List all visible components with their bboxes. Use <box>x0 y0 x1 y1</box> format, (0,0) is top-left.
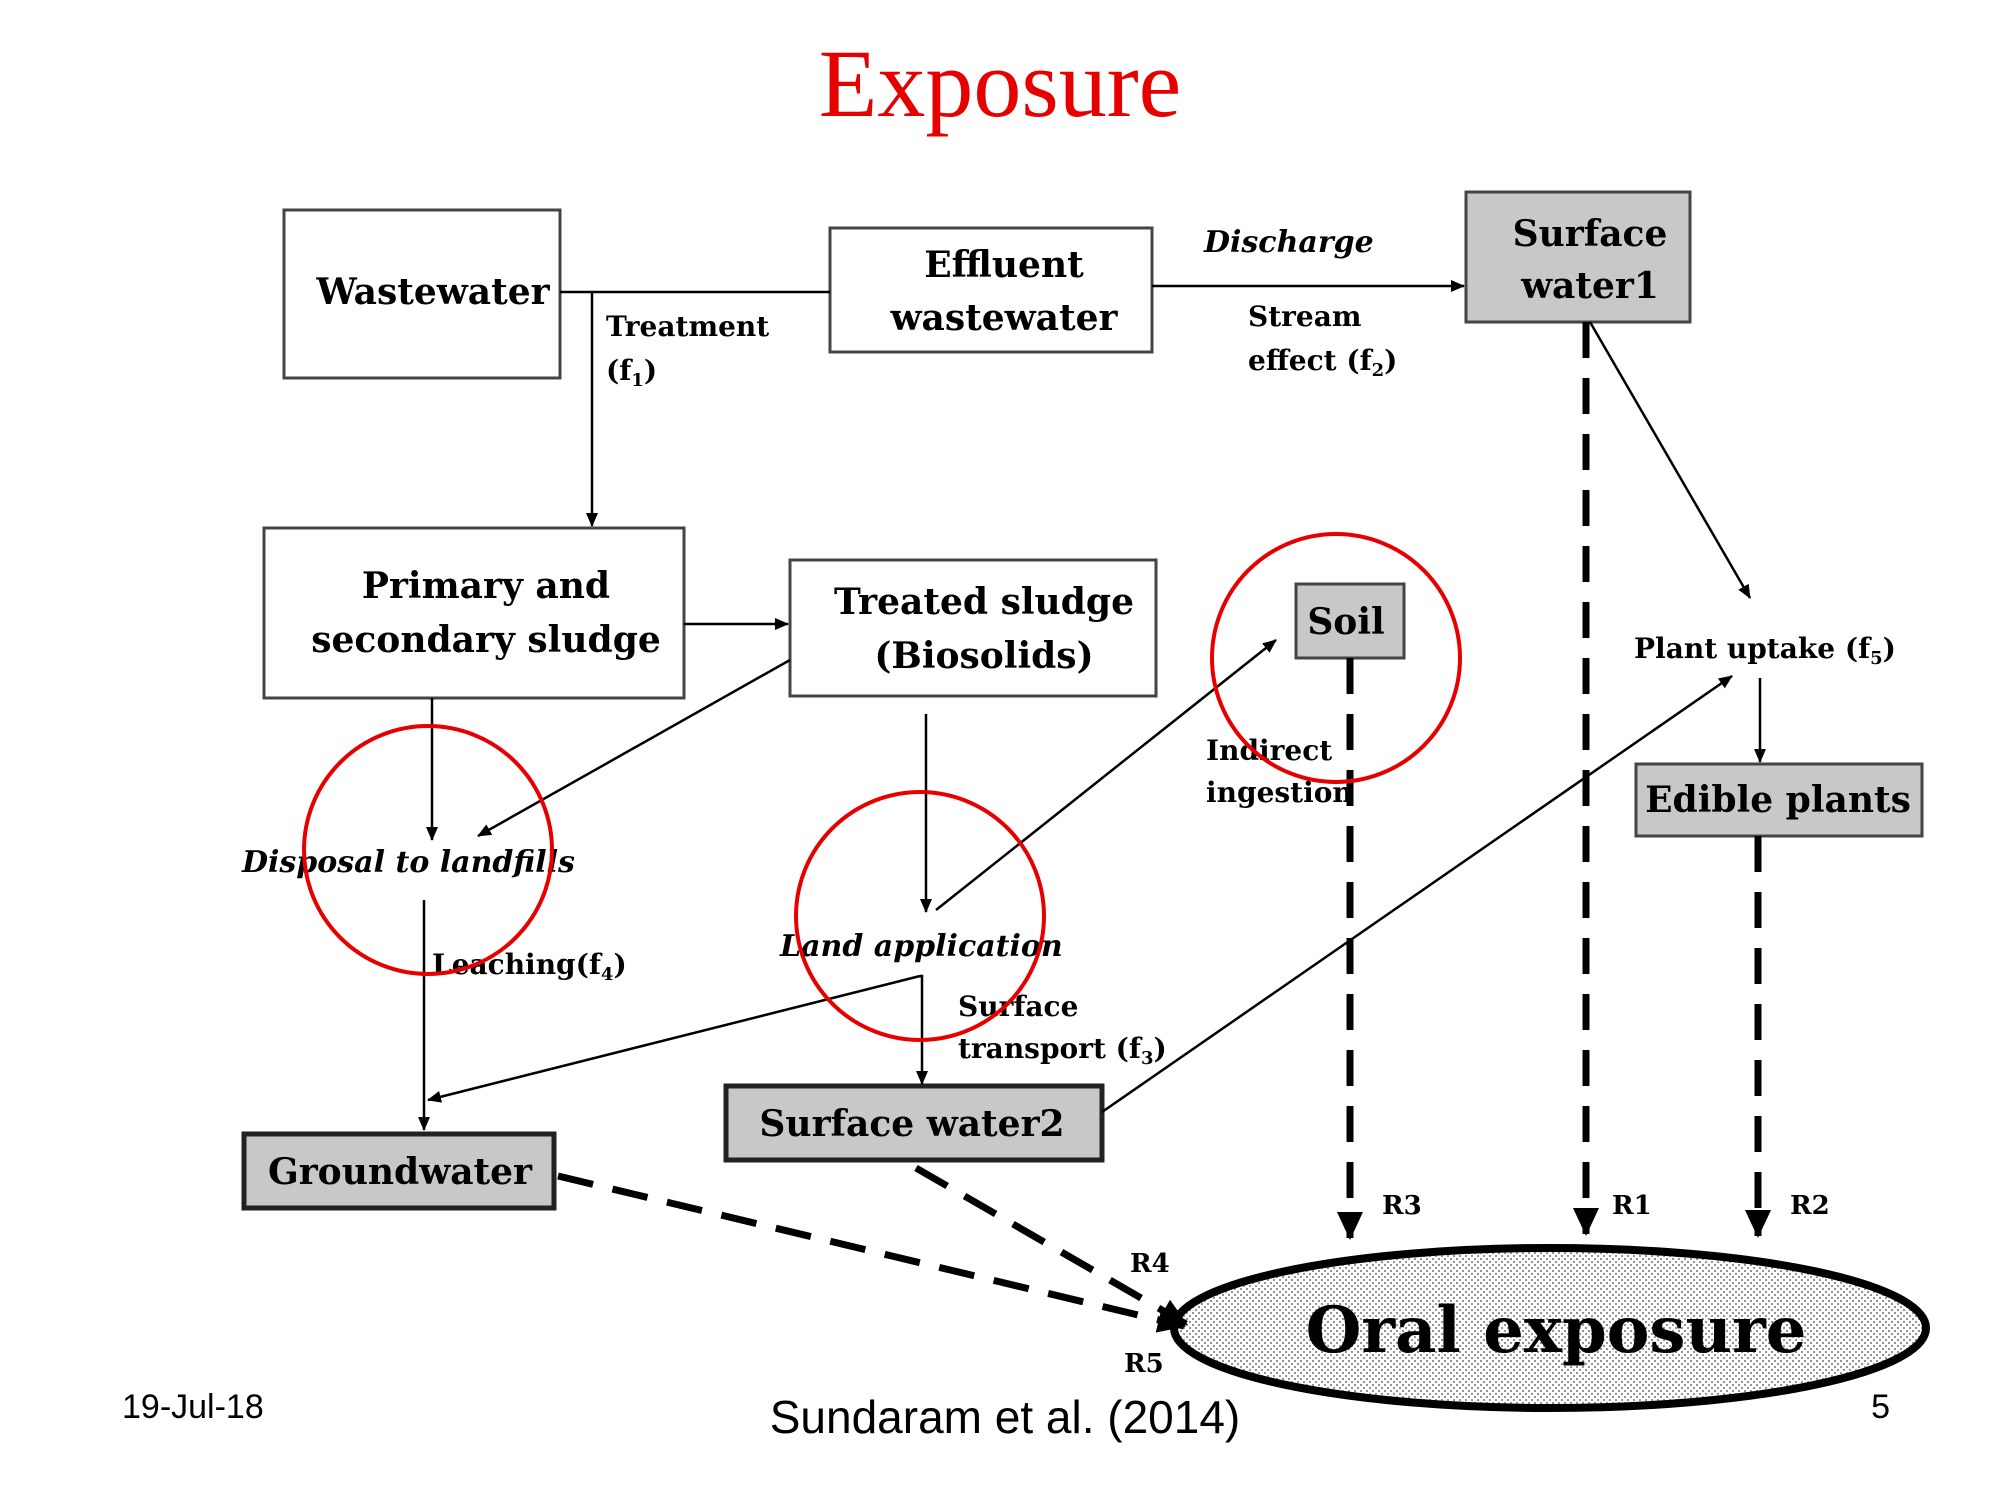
slide-title: Exposure <box>818 30 1182 137</box>
label-land-application: Land application <box>779 929 1063 964</box>
node-treated-sludge: Treated sludge (Biosolids) <box>788 558 1158 698</box>
label-r1: R1 <box>1612 1191 1652 1221</box>
node-surface-water1: Surface water1 <box>1464 190 1692 324</box>
arrow-surface-water2-to-plant-uptake <box>1101 674 1733 1114</box>
node-effluent-wastewater: Effluent wastewater <box>828 226 1154 354</box>
highlight-circle-soil <box>1210 532 1462 784</box>
node-primary-secondary-sludge: Primary and secondary sludge <box>262 526 686 700</box>
label-plant-uptake: Plant uptake (f5) <box>1634 632 1896 669</box>
highlight-circle-landfills <box>302 724 554 976</box>
node-soil: Soil <box>1294 582 1406 660</box>
route-r4-line <box>914 1164 1188 1328</box>
node-groundwater-label: Groundwater <box>268 1151 533 1193</box>
route-r5-line <box>557 1172 1186 1333</box>
arrow-land-application-to-groundwater <box>427 974 921 1103</box>
label-stream: Stream <box>1248 300 1362 333</box>
label-stream-effect: effect (f2) <box>1248 344 1397 381</box>
arrow-surface-transport <box>916 974 928 1085</box>
label-r4: R4 <box>1130 1249 1170 1279</box>
node-surface-water1-label-1: Surface <box>1513 213 1668 255</box>
arrow-treated-to-landfill <box>477 658 791 838</box>
node-sludge-label-2: secondary sludge <box>311 619 661 661</box>
label-treatment: Treatment <box>606 310 769 343</box>
node-surface-water1-label-2: water1 <box>1520 265 1659 307</box>
label-surface: Surface <box>958 990 1078 1023</box>
arrow-surface-water1-to-plant-uptake <box>1588 321 1752 599</box>
footer-date: 19-Jul-18 <box>122 1388 264 1426</box>
node-surface-water2: Surface water2 <box>723 1083 1105 1163</box>
label-r3: R3 <box>1382 1191 1422 1221</box>
node-surface-water2-label: Surface water2 <box>759 1103 1064 1145</box>
node-soil-label: Soil <box>1307 601 1384 643</box>
footer-citation: Sundaram et al. (2014) <box>769 1391 1241 1443</box>
solid-arrows <box>418 280 1766 1131</box>
arrow-land-application-to-soil <box>935 639 1277 911</box>
label-leaching: Leaching(f4) <box>432 948 627 985</box>
dashed-routes <box>557 322 1771 1333</box>
highlight-circle-land-application <box>794 790 1046 1042</box>
highlight-circles <box>302 532 1462 1042</box>
label-discharge: Discharge <box>1203 225 1374 260</box>
label-r5: R5 <box>1124 1349 1164 1379</box>
node-edible-plants-label: Edible plants <box>1645 779 1911 821</box>
node-wastewater-label: Wastewater <box>315 271 550 313</box>
node-groundwater: Groundwater <box>241 1131 557 1211</box>
node-edible-plants: Edible plants <box>1634 762 1924 838</box>
footer-page-number: 5 <box>1871 1388 1890 1426</box>
node-effluent-label-2: wastewater <box>890 297 1119 339</box>
label-surface-transport: transport (f3) <box>958 1032 1167 1069</box>
label-disposal-to-landfills: Disposal to landfills <box>241 845 575 880</box>
node-wastewater: Wastewater <box>282 208 562 380</box>
node-sludge-label-1: Primary and <box>362 565 610 607</box>
node-effluent-label-1: Effluent <box>924 244 1084 286</box>
node-oral-exposure: Oral exposure <box>1170 1244 1930 1412</box>
node-treated-label-1: Treated sludge <box>834 581 1134 623</box>
label-treatment-factor: (f1) <box>606 354 657 391</box>
node-oral-exposure-label: Oral exposure <box>1306 1293 1807 1368</box>
label-r2: R2 <box>1790 1191 1830 1221</box>
node-treated-label-2: (Biosolids) <box>874 635 1093 677</box>
